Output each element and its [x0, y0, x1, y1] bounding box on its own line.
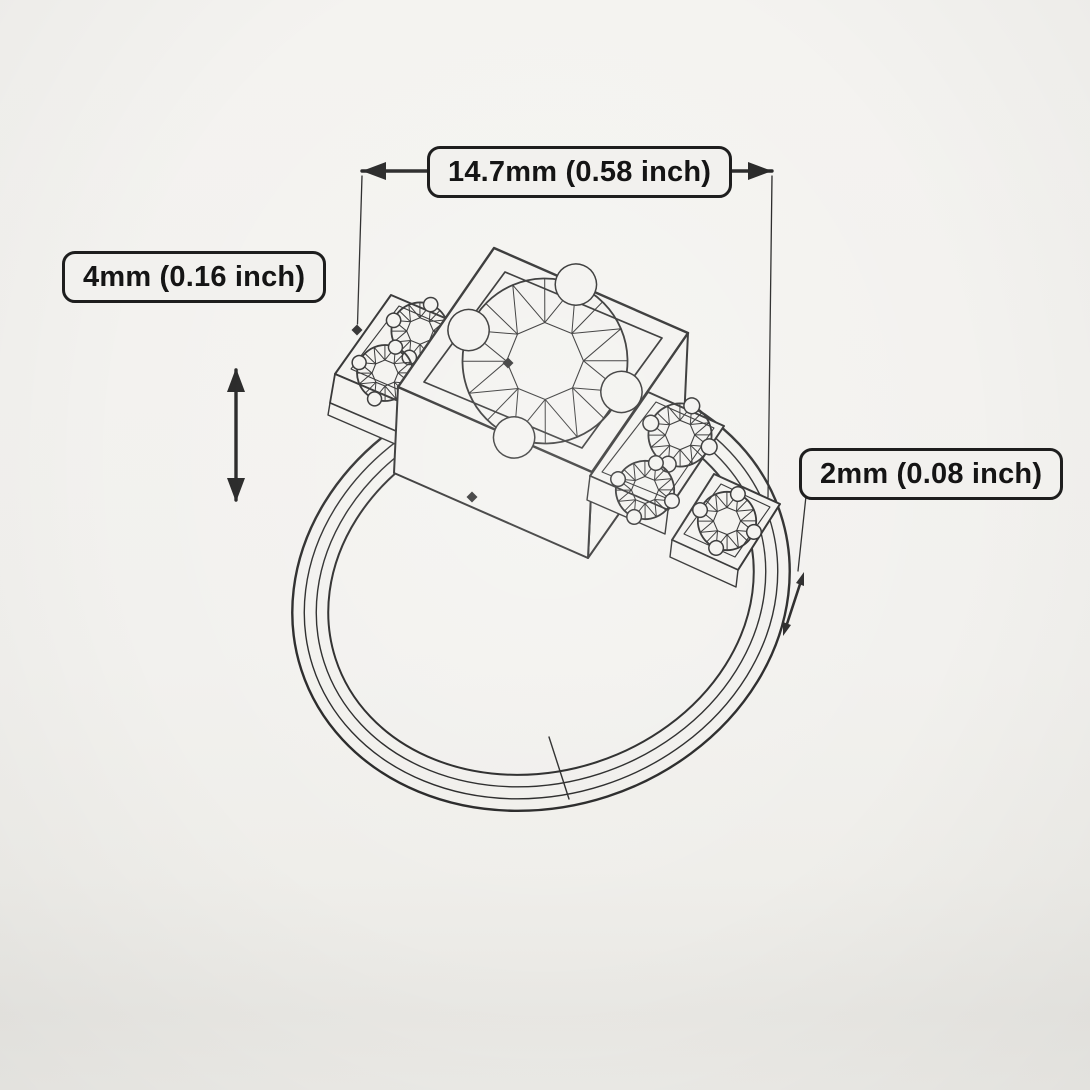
- leader-lines: [356, 175, 807, 572]
- left-shoulder: [327, 292, 467, 448]
- dimension-thickness-arrow: [783, 572, 804, 636]
- height-dimension-label: 4mm (0.16 inch): [62, 251, 327, 303]
- width-dimension-label: 14.7mm (0.58 inch): [427, 146, 733, 198]
- measure-point-dots: [351, 324, 514, 503]
- band-seam-line: [548, 736, 570, 800]
- dimension-height-arrow: [227, 368, 245, 502]
- right-shoulder: [586, 391, 781, 588]
- thickness-dimension-label: 2mm (0.08 inch): [799, 448, 1064, 500]
- bezel-inner-edge: [423, 271, 663, 449]
